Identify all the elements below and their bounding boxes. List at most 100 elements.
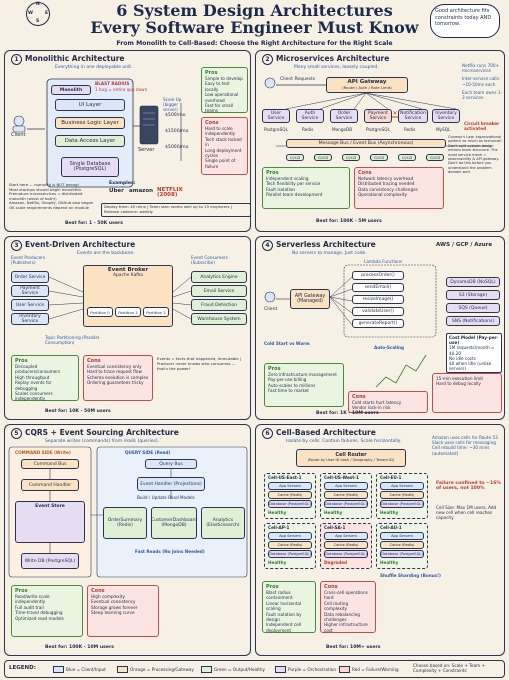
inventory-service: Inventory Service — [432, 109, 460, 123]
auth-service: Auth Service — [296, 109, 324, 123]
partition: Partition 1 — [115, 307, 141, 317]
legend-label: Green = Output/Healthy — [214, 667, 266, 672]
pros-heading: Pros — [15, 588, 28, 594]
panel-number: 2 — [262, 54, 273, 65]
cost-heading: Cost Model (Pay-per-use) — [449, 335, 499, 346]
legend-swatch — [275, 666, 286, 673]
page-subtitle: From Monolith to Cell-Based: Choose the … — [116, 40, 393, 47]
cicd-badge: CI/CD — [398, 154, 416, 161]
legend-title: LEGEND: — [9, 665, 36, 671]
pro-item: Decoupled producers/consumers — [15, 364, 61, 375]
topic-partitioning: Topic Partitioning (Parallel Consumption… — [45, 335, 100, 346]
monolith-notes: Start here — monolith is NOT wrong! Most… — [9, 182, 99, 211]
panel-subtitle: Events are the backbone. — [77, 251, 135, 256]
pro-item: Blast radius containment — [266, 590, 293, 601]
store-sqs: SQS (Queue) — [446, 303, 500, 313]
legend-label: Orange = Processing/Gateway — [130, 667, 194, 672]
panel-number: 3 — [11, 240, 22, 251]
cicd-badge: CI/CD — [342, 154, 360, 161]
note-item: Each team owns 1-3 services — [462, 89, 503, 101]
pros-heading: Pros — [268, 366, 281, 372]
best-for: Best for: 100K - 5M users — [316, 219, 382, 224]
cell-component: Database (PostgreSQL) — [324, 550, 368, 558]
best-for: Best for: 1K - 10M users — [316, 411, 379, 416]
con-item: Hard to trace request flow — [87, 369, 142, 375]
legend-label: Blue = Client/Input — [66, 667, 106, 672]
compass-south: S — [36, 19, 40, 24]
server-label: Server — [138, 147, 155, 153]
single-database: Single Database (PostgreSQL) — [61, 157, 119, 177]
partition: Partition 0 — [87, 307, 113, 317]
pros-box: Pros Read/write scale independently Full… — [11, 585, 83, 637]
pro-item: Fast for small teams — [205, 103, 233, 114]
cicd-badge: CI/CD — [370, 154, 388, 161]
client-label: Client — [11, 132, 26, 138]
broker-label: Event Broker — [107, 267, 149, 273]
legend-item-green: Green = Output/Healthy — [201, 666, 265, 673]
cell-component: App Servers — [324, 532, 368, 540]
consumer-warehouse: Warehouse System — [191, 313, 247, 325]
broker-sub: Apache Kafka — [113, 273, 143, 278]
cold-start-heading: Cold Start vs Warm — [264, 341, 310, 346]
monolith-box: Monolith — [51, 85, 91, 95]
note-item: Cell rebuild time: ~30 mins (automated) — [432, 445, 490, 456]
legend-item-orange: Orange = Processing/Gateway — [117, 666, 194, 673]
legend-swatch — [53, 666, 64, 673]
con-item: Hard to debug locally — [436, 381, 481, 387]
db-label: Redis — [404, 127, 416, 132]
title-line-2: Every Software Engineer Must Know — [90, 18, 419, 37]
blast-radius-label: BLAST RADIUS — [95, 81, 130, 86]
cell-name: Cell-US-West-1 — [324, 475, 359, 480]
cell-component: Database (PostgreSQL) — [380, 550, 424, 558]
events-note: Events = facts that happened, immutable … — [157, 356, 242, 371]
producers-heading: Event Producers (Publishers) — [11, 255, 46, 266]
page-title: 6 System Design Architectures Every Soft… — [0, 2, 509, 36]
pro-item: Optimized read models — [15, 615, 64, 621]
cell-component: App Servers — [380, 532, 424, 540]
cicd-badge: CI/CD — [426, 154, 444, 161]
event-handler: Event Handler (Projections) — [137, 477, 205, 491]
cost-line: 1M requests/month = $0.20 — [449, 345, 495, 356]
payment-service: Payment Service — [364, 109, 392, 123]
cell-router: Cell Router (Route by User ID hash / Geo… — [296, 449, 406, 467]
con-item: Data rebalancing challenges — [324, 611, 360, 623]
db-label: MySQL — [436, 127, 451, 132]
legend-choose-note: Choose based on: Scale + Team + Complexi… — [413, 663, 486, 673]
scale-up-label: Scale Up (bigger server) — [163, 97, 182, 113]
con-item: Cell routing complexity — [324, 600, 349, 612]
cell-name: Cell-EU-1 — [380, 475, 402, 480]
shuffle-sharding: Shuffle Sharding (Bonus!) — [380, 573, 441, 578]
best-for: Best for: 1 - 50K users — [65, 221, 123, 226]
note-item: Inter-service calls: ~10-50ms each — [462, 76, 501, 87]
cicd-badge: CI/CD — [314, 154, 332, 161]
command-bus: Command Bus — [21, 459, 79, 469]
con-item: Single point of failure — [205, 158, 236, 169]
pro-item: Read/write scale independently — [15, 594, 50, 605]
pro-item: Fast time to market — [268, 388, 309, 394]
note-bubble: Good architecture fits constraints today… — [430, 4, 500, 38]
producer-inventory: Inventory Service — [11, 313, 49, 325]
con-item: Long deployment cycles — [205, 147, 242, 159]
query-bus: Query Bus — [145, 459, 197, 469]
panel-subtitle: Isolate by cells. Contain failures. Scal… — [286, 439, 402, 444]
read-db-analytics: Analytics (Elasticsearch) — [201, 507, 245, 539]
note-item: Premature microservices = distributed mo… — [9, 191, 83, 201]
cons-heading: Cons — [324, 584, 338, 590]
con-item: 15-min execution limit — [436, 376, 484, 381]
cell-status: Healthy — [268, 510, 287, 515]
client-label: Client — [264, 307, 278, 312]
cost-2: $1500/mo — [165, 129, 189, 134]
pro-item: Zero infrastructure management — [268, 372, 337, 377]
compass-west: W — [28, 11, 33, 16]
cell-status: Degraded — [324, 560, 348, 565]
cell-component: Database (PostgreSQL) — [324, 500, 368, 508]
consumer-analytics: Analytics Engine — [191, 271, 247, 283]
legend-item-purple: Purple = Orchestration — [275, 666, 336, 673]
lambda-function: processOrder() — [352, 271, 404, 280]
